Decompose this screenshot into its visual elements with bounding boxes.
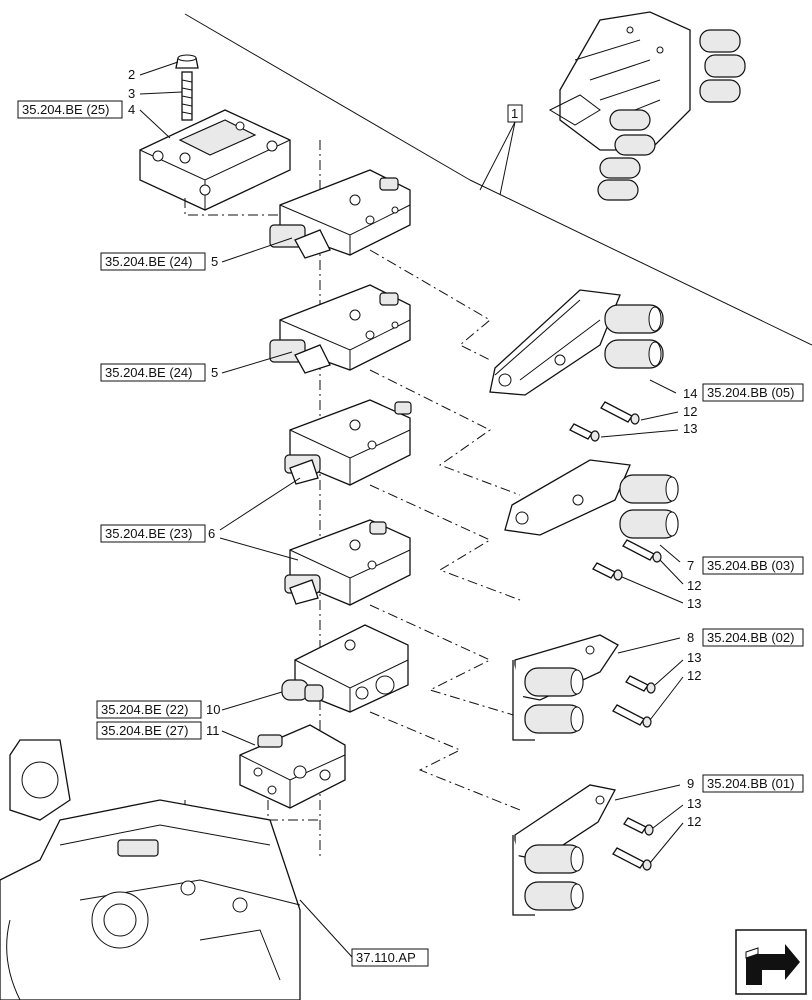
- valve-section-11: [239, 724, 346, 809]
- valve-section-5-lower: [269, 284, 411, 374]
- callout-3: 3: [128, 86, 135, 101]
- callout-12c: 12: [687, 668, 701, 683]
- ref-box-bb03: [702, 556, 804, 575]
- bolt-13-third: [625, 675, 656, 694]
- callout-5b: 5: [211, 365, 218, 380]
- callout-11: 11: [206, 723, 220, 738]
- callout-13b: 13: [687, 596, 701, 611]
- coupler-bracket-14: [489, 289, 664, 396]
- bolt-12-third: [612, 704, 652, 728]
- bolt-13-second: [592, 562, 623, 581]
- nut-part: [175, 54, 199, 69]
- ref-be25[interactable]: 35.204.BE (25): [22, 102, 109, 117]
- bolt-13-bottom: [623, 817, 654, 836]
- axle-housing: [0, 739, 301, 1000]
- ref-box-be27: [96, 721, 202, 740]
- next-page-arrow-icon[interactable]: [735, 929, 807, 995]
- callout-12d: 12: [687, 814, 701, 829]
- ref-box-be22: [96, 700, 202, 719]
- coupler-bracket-9: [512, 784, 616, 916]
- ref-bb03[interactable]: 35.204.BB (03): [707, 558, 794, 573]
- boundary-line: [184, 13, 812, 346]
- callout-14: 14: [683, 386, 697, 401]
- leader-1: [479, 121, 516, 196]
- callout-1: 1: [511, 106, 518, 121]
- ref-ap[interactable]: 37.110.AP: [356, 950, 416, 965]
- valve-section-5-upper: [269, 169, 411, 259]
- callout-8: 8: [687, 630, 694, 645]
- bolt-12-bottom: [612, 847, 652, 871]
- ref-box-ap: [351, 948, 429, 967]
- stud-part: [181, 71, 193, 121]
- ref-box-be24a: [100, 252, 206, 271]
- callout-6: 6: [208, 526, 215, 541]
- callout-12a: 12: [683, 404, 697, 419]
- bolt-12-top: [600, 401, 640, 425]
- callout-9: 9: [687, 776, 694, 791]
- ref-box-bb05: [702, 383, 804, 402]
- bolt-12-second: [622, 539, 662, 563]
- valve-section-10: [281, 624, 409, 713]
- ref-bb01[interactable]: 35.204.BB (01): [707, 776, 794, 791]
- ref-be27[interactable]: 35.204.BE (27): [101, 723, 188, 738]
- ref-box-bb02: [702, 628, 804, 647]
- callout-2: 2: [128, 67, 135, 82]
- coupler-bracket-7: [504, 459, 679, 539]
- callout-7: 7: [687, 558, 694, 573]
- ref-bb02[interactable]: 35.204.BB (02): [707, 630, 794, 645]
- ref-be22[interactable]: 35.204.BE (22): [101, 702, 188, 717]
- callout-13c: 13: [687, 650, 701, 665]
- callout-12b: 12: [687, 578, 701, 593]
- valve-section-6-lower: [284, 519, 411, 606]
- ref-be23[interactable]: 35.204.BE (23): [105, 526, 192, 541]
- ref-box-bb01: [702, 774, 804, 793]
- valve-assembly-overview: [548, 11, 746, 201]
- bolt-13-top: [569, 423, 600, 442]
- ref-box-be24b: [100, 363, 206, 382]
- ref-box-be23: [100, 524, 206, 543]
- ref-bb05[interactable]: 35.204.BB (05): [707, 385, 794, 400]
- coupler-bracket-8: [512, 634, 619, 741]
- callout-13d: 13: [687, 796, 701, 811]
- ref-be24b[interactable]: 35.204.BE (24): [105, 365, 192, 380]
- callout-13a: 13: [683, 421, 697, 436]
- valve-section-6-upper: [284, 399, 412, 486]
- ref-box-be25: [17, 100, 123, 119]
- callout-10: 10: [206, 702, 220, 717]
- cover-plate-part: [139, 109, 291, 211]
- ref-be24a[interactable]: 35.204.BE (24): [105, 254, 192, 269]
- callout-4: 4: [128, 102, 135, 117]
- callout-5a: 5: [211, 254, 218, 269]
